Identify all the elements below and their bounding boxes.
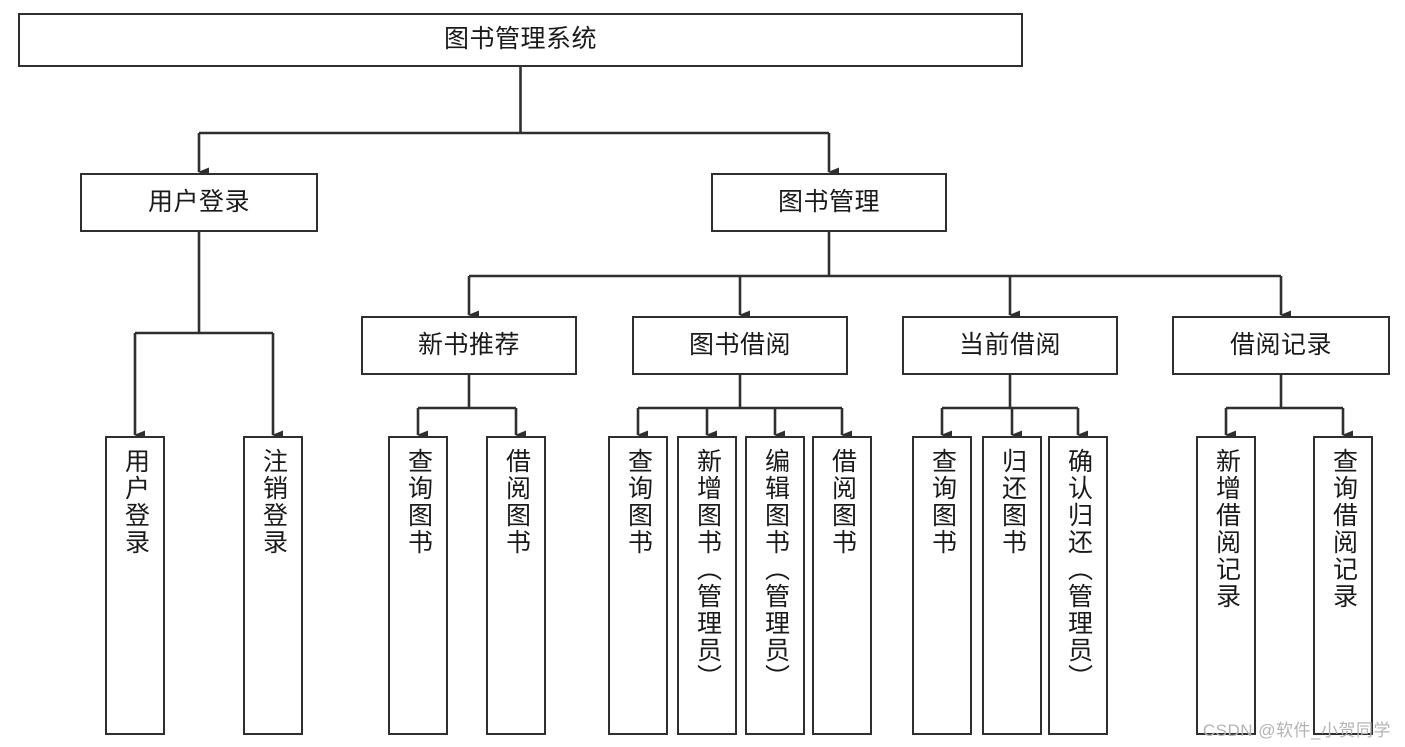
leaf-user-login-label: 用户登录 xyxy=(121,448,150,556)
leaf-logout[interactable]: 注销登录 xyxy=(243,436,303,735)
leaf-query-book-1-label: 查询图书 xyxy=(404,448,433,556)
leaf-user-login[interactable]: 用户登录 xyxy=(105,436,165,735)
node-new-book-recommend[interactable]: 新书推荐 xyxy=(361,316,577,375)
node-root-label: 图书管理系统 xyxy=(443,25,597,54)
node-current-borrow[interactable]: 当前借阅 xyxy=(902,316,1118,375)
node-borrow-record[interactable]: 借阅记录 xyxy=(1172,316,1390,375)
leaf-borrow-book-1-label: 借阅图书 xyxy=(502,448,531,556)
leaf-borrow-book-2-label: 借阅图书 xyxy=(828,448,857,556)
leaf-logout-label: 注销登录 xyxy=(259,448,288,556)
node-book-management[interactable]: 图书管理 xyxy=(711,173,947,232)
leaf-add-book[interactable]: 新增图书（管理员） xyxy=(677,436,737,735)
leaf-query-book-1[interactable]: 查询图书 xyxy=(388,436,448,735)
node-user-login[interactable]: 用户登录 xyxy=(80,173,318,232)
leaf-borrow-book-1[interactable]: 借阅图书 xyxy=(486,436,546,735)
leaf-query-book-3[interactable]: 查询图书 xyxy=(912,436,972,735)
leaf-return-book[interactable]: 归还图书 xyxy=(982,436,1042,735)
node-current-borrow-label: 当前借阅 xyxy=(958,330,1061,359)
node-book-borrow[interactable]: 图书借阅 xyxy=(632,316,848,375)
leaf-edit-book-label: 编辑图书（管理员） xyxy=(761,448,790,691)
leaf-return-book-label: 归还图书 xyxy=(998,448,1027,556)
node-book-borrow-label: 图书借阅 xyxy=(688,330,791,359)
leaf-query-book-3-label: 查询图书 xyxy=(928,448,957,556)
node-borrow-record-label: 借阅记录 xyxy=(1229,330,1332,359)
leaf-add-record[interactable]: 新增借阅记录 xyxy=(1196,436,1256,735)
node-root[interactable]: 图书管理系统 xyxy=(18,13,1023,67)
node-new-book-recommend-label: 新书推荐 xyxy=(417,330,520,359)
leaf-edit-book[interactable]: 编辑图书（管理员） xyxy=(745,436,805,735)
node-book-management-label: 图书管理 xyxy=(777,187,880,216)
node-user-login-label: 用户登录 xyxy=(147,187,250,216)
leaf-add-record-label: 新增借阅记录 xyxy=(1212,448,1241,610)
leaf-add-book-label: 新增图书（管理员） xyxy=(693,448,722,691)
leaf-query-record[interactable]: 查询借阅记录 xyxy=(1313,436,1373,735)
leaf-query-book-2[interactable]: 查询图书 xyxy=(608,436,668,735)
leaf-confirm-return-label: 确认归还（管理员） xyxy=(1064,448,1093,691)
leaf-query-book-2-label: 查询图书 xyxy=(624,448,653,556)
leaf-confirm-return[interactable]: 确认归还（管理员） xyxy=(1048,436,1108,735)
leaf-borrow-book-2[interactable]: 借阅图书 xyxy=(812,436,872,735)
leaf-query-record-label: 查询借阅记录 xyxy=(1329,448,1358,610)
